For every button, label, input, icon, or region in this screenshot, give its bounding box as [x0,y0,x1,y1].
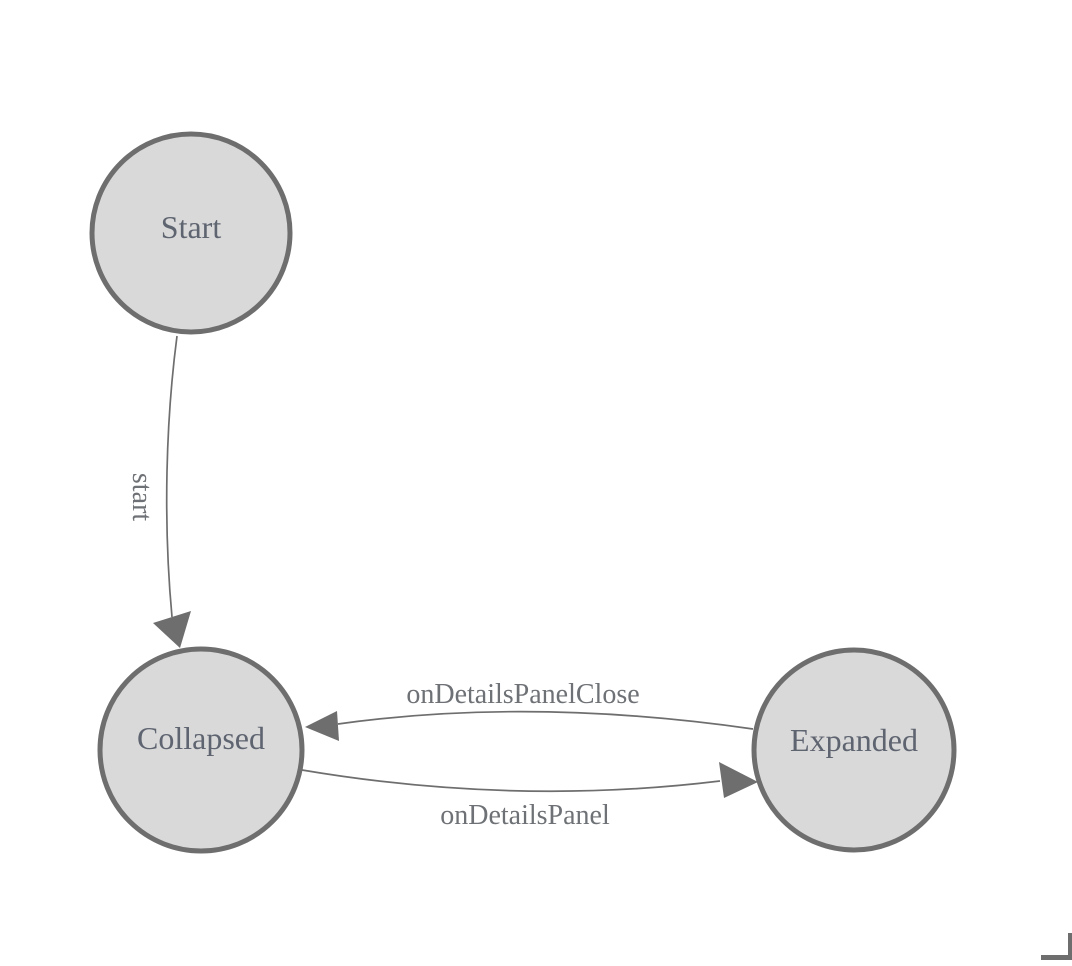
arrowhead-start-to-collapsed-icon [153,611,191,648]
edge-expanded-to-collapsed: onDetailsPanelClose [305,679,754,741]
canvas-corner-border-vertical [1068,933,1072,960]
edge-label-start: start [126,473,157,521]
state-node-collapsed[interactable]: Collapsed [97,646,305,854]
arrowhead-collapsed-to-expanded-icon [719,762,758,798]
edge-line-start-to-collapsed [165,335,178,618]
edge-start-to-collapsed: start [126,335,191,648]
edge-line-collapsed-to-expanded [301,769,721,793]
state-node-start[interactable]: Start [89,131,293,335]
canvas-corner-border-horizontal [1041,955,1072,960]
state-circle-collapsed[interactable] [97,646,305,854]
state-circle-start[interactable] [89,131,293,335]
state-label-collapsed: Collapsed [137,720,265,756]
edge-label-ondetailspanel: onDetailsPanel [440,800,610,831]
state-node-expanded[interactable]: Expanded [751,647,957,853]
edge-line-expanded-to-collapsed [337,710,754,730]
arrowhead-expanded-to-collapsed-icon [305,711,339,741]
edge-label-ondetailspanelclose: onDetailsPanelClose [406,679,639,710]
state-label-start: Start [161,209,222,245]
state-label-expanded: Expanded [790,722,918,758]
state-circle-expanded[interactable] [751,647,957,853]
edge-collapsed-to-expanded: onDetailsPanel [301,762,758,831]
